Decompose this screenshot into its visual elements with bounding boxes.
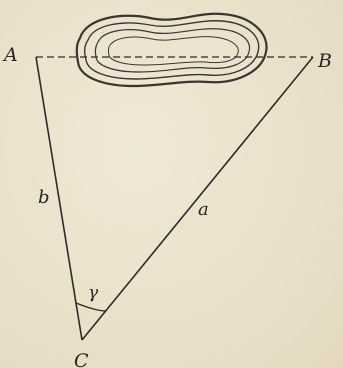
side-label-b: b — [38, 187, 50, 208]
lake-obstacle — [75, 12, 268, 88]
vertex-label-c: C — [74, 350, 89, 368]
lake-contour-3 — [94, 28, 251, 73]
vertex-label-a: A — [2, 44, 18, 66]
side-label-a: a — [198, 199, 209, 220]
vertex-label-b: B — [317, 50, 332, 72]
lake-contour-outer — [75, 12, 268, 88]
side-a-line — [81, 56, 314, 341]
lake-contour-2 — [83, 20, 260, 80]
angle-label-gamma: γ — [88, 283, 99, 303]
angle-gamma-arc — [75, 302, 107, 312]
lake-contour-4 — [107, 36, 239, 66]
side-b-line — [35, 56, 83, 341]
